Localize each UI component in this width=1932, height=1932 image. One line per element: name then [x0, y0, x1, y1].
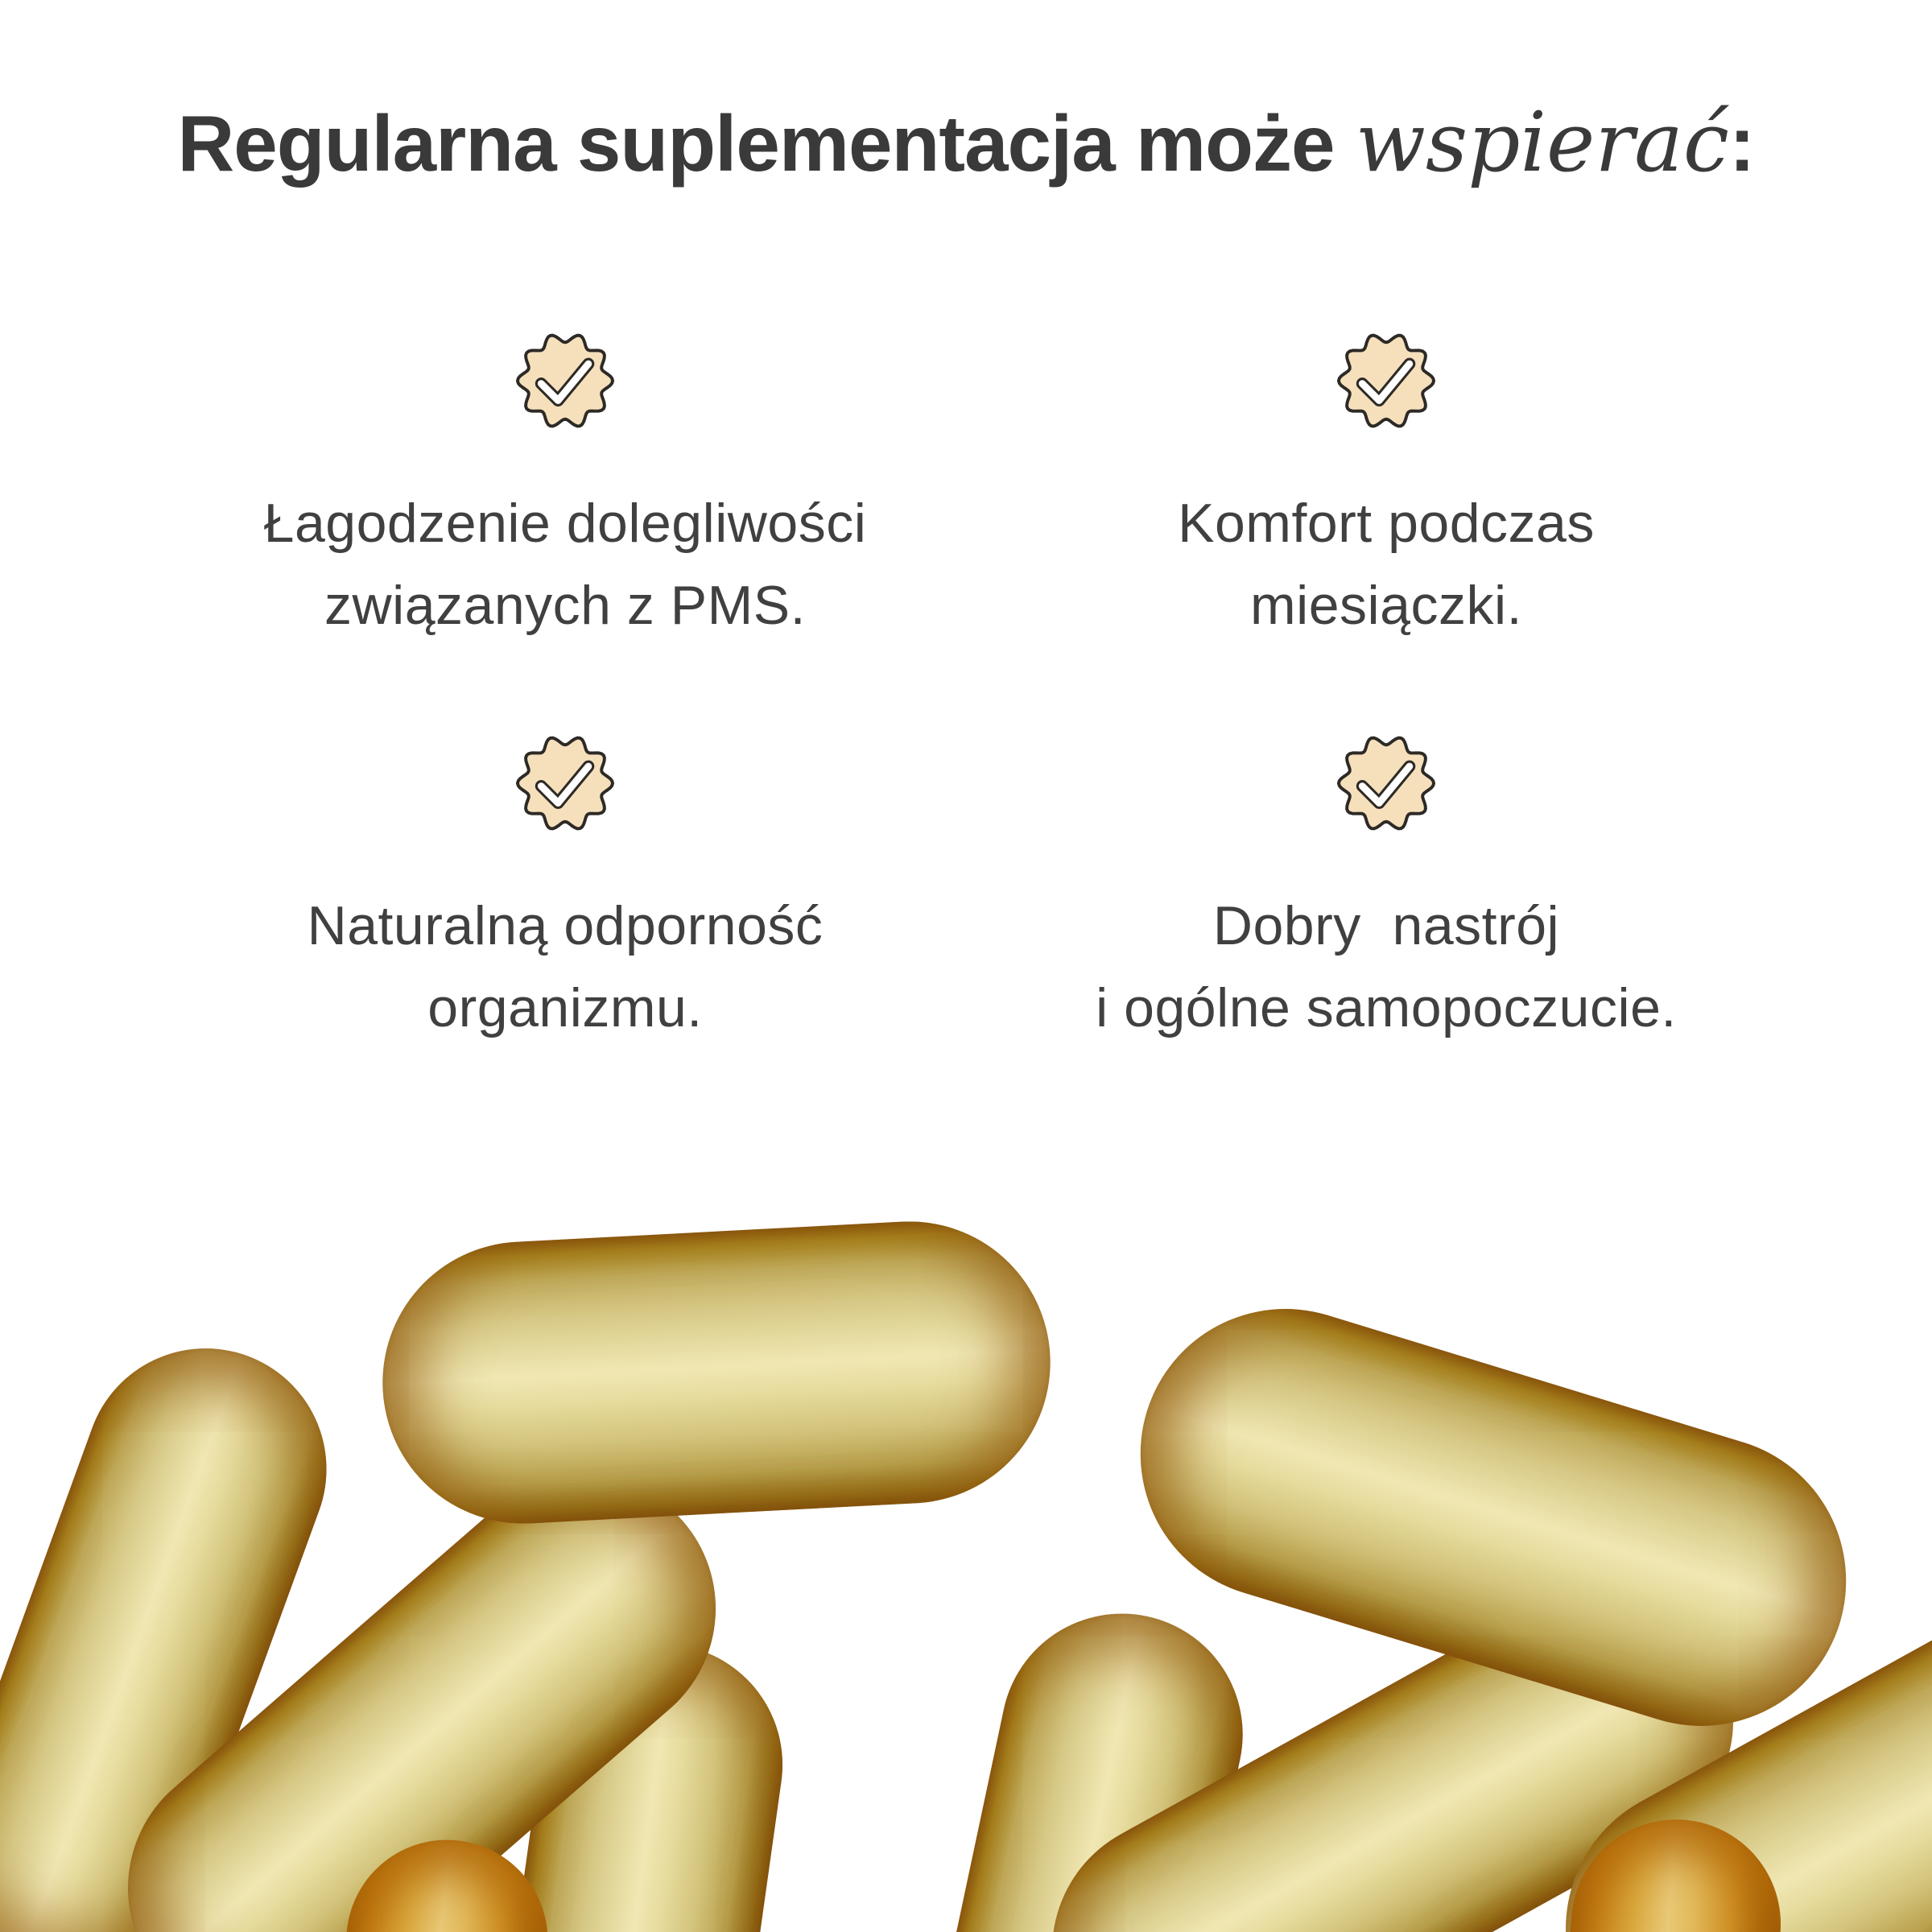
check-seal-icon: [1336, 333, 1436, 428]
benefit-item-immunity: Naturalną odporność organizmu.: [308, 727, 824, 1049]
check-seal-icon: [1336, 736, 1436, 831]
benefit-line: miesiączki.: [1249, 575, 1522, 636]
page-title: Regularna suplementacja może wspierać:: [0, 93, 1932, 193]
benefit-text: Komfort podczas miesiączki.: [1178, 482, 1595, 646]
capsule: [375, 1214, 1058, 1531]
benefit-text: Łagodzenie dolegliwości związanych z PMS…: [264, 482, 867, 646]
benefit-text: Dobry nastrój i ogólne samopoczucie.: [1096, 885, 1677, 1049]
benefit-line: Komfort podczas: [1178, 493, 1595, 554]
benefit-line: Dobry nastrój: [1212, 895, 1560, 956]
benefit-line: i ogólne samopoczucie.: [1096, 977, 1677, 1038]
capsules-photo: [0, 1119, 1932, 1932]
title-colon: :: [1728, 99, 1756, 188]
check-seal-icon: [515, 736, 615, 831]
benefit-item-menstrual-comfort: Komfort podczas miesiączki.: [1178, 324, 1595, 646]
benefit-line: związanych z PMS.: [324, 575, 807, 636]
benefits-grid: Łagodzenie dolegliwości związanych z PMS…: [155, 324, 1797, 1049]
title-main: Regularna suplementacja może: [177, 99, 1356, 188]
benefit-text: Naturalną odporność organizmu.: [308, 885, 824, 1049]
benefit-line: organizmu.: [427, 977, 703, 1038]
check-seal-icon: [515, 333, 615, 428]
title-emphasis: wspierać: [1355, 95, 1729, 191]
benefit-item-pms: Łagodzenie dolegliwości związanych z PMS…: [264, 324, 867, 646]
benefit-item-mood: Dobry nastrój i ogólne samopoczucie.: [1096, 727, 1677, 1049]
benefit-line: Łagodzenie dolegliwości: [263, 493, 867, 554]
benefit-line: Naturalną odporność: [307, 895, 824, 956]
